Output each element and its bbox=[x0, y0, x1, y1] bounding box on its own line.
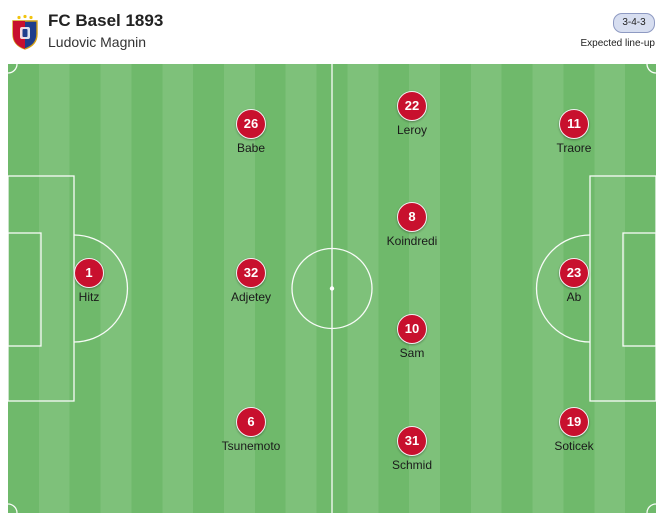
team-header: FC Basel 1893 Ludovic Magnin 3-4-3 Expec… bbox=[0, 0, 661, 62]
player-number: 8 bbox=[397, 202, 427, 232]
lineup-status: Expected line-up bbox=[580, 38, 656, 49]
player-number: 26 bbox=[236, 109, 266, 139]
player-number: 6 bbox=[236, 407, 266, 437]
player-name: Babe bbox=[236, 141, 266, 155]
player-name: Leroy bbox=[396, 123, 428, 137]
player-name: Schmid bbox=[391, 458, 432, 472]
player-number: 32 bbox=[236, 258, 266, 288]
player-number: 11 bbox=[559, 109, 589, 139]
player-name: Traore bbox=[556, 141, 592, 155]
player-traore[interactable]: 11 Traore bbox=[519, 109, 629, 155]
player-koindredi[interactable]: 8 Koindredi bbox=[357, 202, 467, 248]
player-name: Koindredi bbox=[386, 234, 438, 248]
player-name: Sam bbox=[399, 346, 425, 360]
player-name: Ab bbox=[566, 290, 582, 304]
player-ab[interactable]: 23 Ab bbox=[519, 258, 629, 304]
football-pitch: 1 Hitz 32 Adjetey 26 Babe 6 Tsunemoto 22… bbox=[8, 64, 656, 513]
player-name: Soticek bbox=[554, 439, 594, 453]
coach-name: Ludovic Magnin bbox=[48, 34, 147, 50]
player-number: 31 bbox=[397, 426, 427, 456]
player-babe[interactable]: 26 Babe bbox=[196, 109, 306, 155]
player-number: 19 bbox=[559, 407, 589, 437]
player-number: 10 bbox=[397, 314, 427, 344]
player-adjetey[interactable]: 32 Adjetey bbox=[196, 258, 306, 304]
player-number: 1 bbox=[74, 258, 104, 288]
player-tsunemoto[interactable]: 6 Tsunemoto bbox=[196, 407, 306, 453]
formation-badge[interactable]: 3-4-3 bbox=[613, 13, 655, 33]
player-sam[interactable]: 10 Sam bbox=[357, 314, 467, 360]
player-name: Tsunemoto bbox=[221, 439, 281, 453]
pitch-lines bbox=[8, 64, 656, 513]
player-soticek[interactable]: 19 Soticek bbox=[519, 407, 629, 453]
player-leroy[interactable]: 22 Leroy bbox=[357, 91, 467, 137]
player-schmid[interactable]: 31 Schmid bbox=[357, 426, 467, 472]
fc-basel-crest-icon bbox=[12, 14, 38, 50]
player-number: 23 bbox=[559, 258, 589, 288]
player-number: 22 bbox=[397, 91, 427, 121]
team-name: FC Basel 1893 bbox=[48, 11, 164, 30]
player-name: Adjetey bbox=[230, 290, 272, 304]
player-hitz[interactable]: 1 Hitz bbox=[34, 258, 144, 304]
player-name: Hitz bbox=[78, 290, 100, 304]
